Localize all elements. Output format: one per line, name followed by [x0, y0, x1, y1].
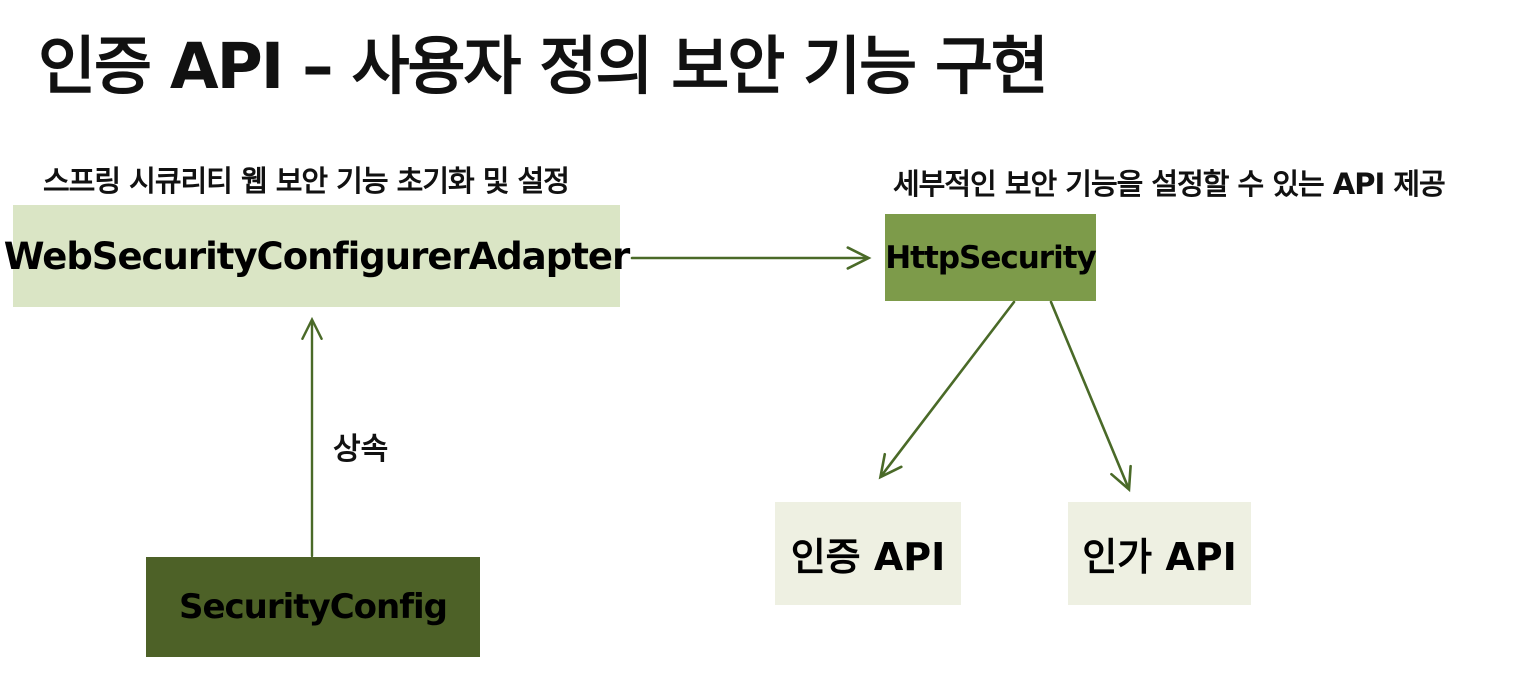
- http-security-caption: 세부적인 보안 기능을 설정할 수 있는 API 제공: [893, 167, 1446, 201]
- node-authz-api: 인가 API: [1068, 502, 1251, 605]
- node-security-config: SecurityConfig: [146, 557, 480, 657]
- node-auth-api: 인증 API: [775, 502, 961, 605]
- inheritance-edge-label: 상속: [333, 432, 389, 467]
- node-http-security: HttpSecurity: [885, 214, 1097, 301]
- page-title: 인증 API – 사용자 정의 보안 기능 구현: [38, 30, 1049, 103]
- web-adapter-caption: 스프링 시큐리티 웹 보안 기능 초기화 및 설정: [43, 164, 570, 198]
- arrow-http-security-to-authz-api: [1049, 300, 1132, 493]
- arrow-http-security-to-auth-api: [878, 300, 1016, 480]
- node-web-security-configurer-adapter: WebSecurityConfigurerAdapter: [4, 205, 630, 307]
